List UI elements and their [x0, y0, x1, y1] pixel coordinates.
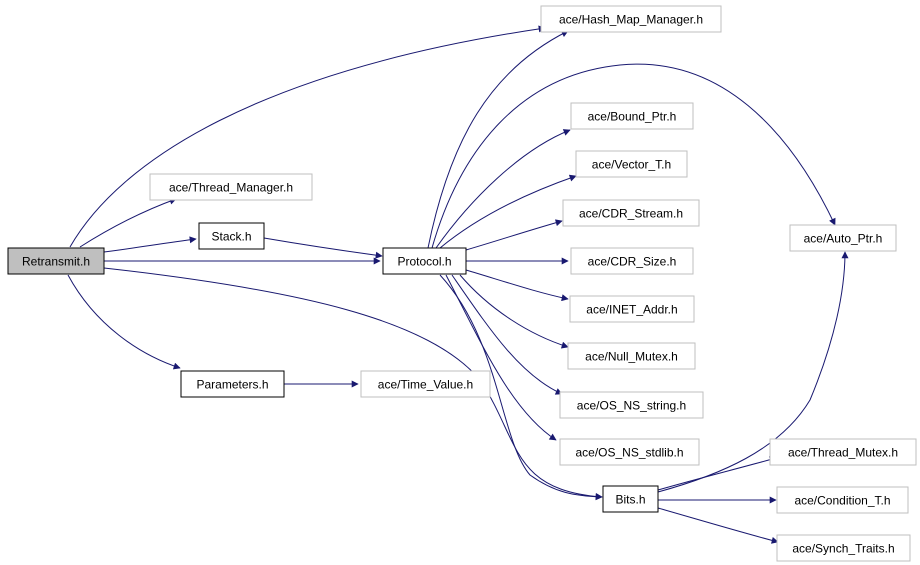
node-thread-manager[interactable]: ace/Thread_Manager.h — [149, 173, 313, 201]
node-label: ace/Bound_Ptr.h — [588, 110, 677, 124]
node-label: ace/INET_Addr.h — [586, 303, 677, 317]
node-label: Parameters.h — [196, 378, 268, 392]
edge-retransmit-stack — [103, 236, 197, 253]
node-hash-map-manager[interactable]: ace/Hash_Map_Manager.h — [540, 5, 722, 33]
node-stack[interactable]: Stack.h — [198, 222, 265, 250]
node-label: ace/Synch_Traits.h — [792, 542, 894, 556]
node-thread-mutex[interactable]: ace/Thread_Mutex.h — [769, 438, 917, 466]
node-label: ace/OS_NS_stdlib.h — [575, 446, 683, 460]
node-label: ace/Time_Value.h — [378, 378, 473, 392]
edge-protocol-auto-ptr — [431, 63, 836, 249]
edge-protocol-bound-ptr — [435, 129, 571, 249]
node-retransmit[interactable]: Retransmit.h — [7, 247, 105, 275]
node-bits[interactable]: Bits.h — [602, 485, 659, 513]
edge-protocol-cdr-stream — [465, 219, 563, 251]
edges — [67, 25, 849, 544]
node-label: Bits.h — [615, 493, 645, 507]
node-cdr-stream[interactable]: ace/CDR_Stream.h — [562, 199, 700, 227]
edge-protocol-hash-map-manager — [427, 30, 569, 249]
node-condition-t[interactable]: ace/Condition_T.h — [776, 486, 909, 514]
node-synch-traits[interactable]: ace/Synch_Traits.h — [776, 534, 911, 562]
node-label: ace/Condition_T.h — [794, 494, 890, 508]
edge-protocol-os-ns-string — [451, 274, 563, 395]
edge-retransmit-thread-manager — [79, 197, 177, 248]
node-os-ns-stdlib[interactable]: ace/OS_NS_stdlib.h — [559, 438, 700, 466]
node-os-ns-string[interactable]: ace/OS_NS_string.h — [559, 391, 704, 419]
node-label: Protocol.h — [397, 255, 451, 269]
node-label: ace/Thread_Manager.h — [169, 181, 293, 195]
edge-retransmit-hash-map-manager — [69, 25, 546, 248]
node-label: ace/Auto_Ptr.h — [804, 232, 883, 246]
edge-protocol-null-mutex — [459, 274, 569, 349]
node-vector-t[interactable]: ace/Vector_T.h — [575, 150, 688, 178]
node-label: Retransmit.h — [22, 255, 90, 269]
node-cdr-size[interactable]: ace/CDR_Size.h — [570, 247, 694, 275]
edge-bits-thread-mutex — [657, 456, 777, 491]
node-label: ace/CDR_Stream.h — [579, 207, 683, 221]
edge-stack-protocol — [263, 237, 383, 259]
edge-protocol-vector-t — [439, 174, 577, 249]
node-bound-ptr[interactable]: ace/Bound_Ptr.h — [570, 102, 694, 130]
edge-retransmit-bits — [103, 267, 603, 501]
node-label: Stack.h — [211, 230, 251, 244]
node-label: ace/CDR_Size.h — [588, 255, 677, 269]
node-label: ace/Thread_Mutex.h — [788, 446, 898, 460]
node-protocol[interactable]: Protocol.h — [382, 247, 467, 275]
node-null-mutex[interactable]: ace/Null_Mutex.h — [567, 342, 696, 370]
node-time-value[interactable]: ace/Time_Value.h — [360, 370, 491, 398]
edge-protocol-bits — [439, 274, 603, 501]
node-parameters[interactable]: Parameters.h — [180, 370, 285, 398]
edge-bits-synch-traits — [657, 507, 779, 544]
node-label: ace/Vector_T.h — [592, 158, 671, 172]
edge-protocol-inet-addr — [465, 269, 569, 302]
node-inet-addr[interactable]: ace/INET_Addr.h — [569, 295, 695, 323]
edge-bits-auto-ptr — [657, 251, 849, 493]
node-label: ace/Null_Mutex.h — [585, 350, 678, 364]
node-auto-ptr[interactable]: ace/Auto_Ptr.h — [789, 224, 897, 252]
node-label: ace/OS_NS_string.h — [577, 399, 686, 413]
edge-retransmit-parameters — [67, 274, 181, 370]
node-label: ace/Hash_Map_Manager.h — [559, 13, 703, 27]
edge-protocol-os-ns-stdlib — [445, 274, 557, 441]
